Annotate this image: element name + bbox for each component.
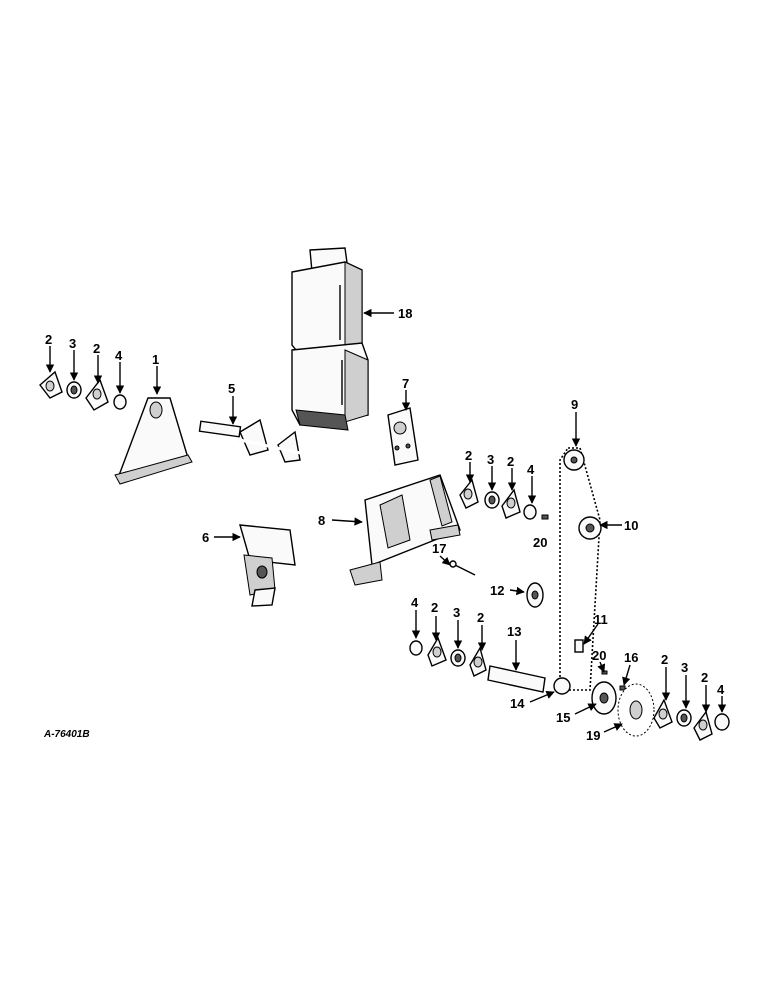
callout-12: 12	[490, 583, 504, 598]
callout-4: 4	[115, 348, 123, 363]
lower-bearing-group	[409, 636, 546, 693]
bolt	[449, 560, 476, 576]
drawing-reference-number: A-76401B	[43, 729, 90, 740]
callout-9: 9	[571, 397, 578, 412]
callout-11: 11	[594, 612, 608, 627]
callout-2: 2	[701, 670, 708, 685]
callout-3: 3	[453, 605, 460, 620]
callout-8: 8	[318, 513, 325, 528]
callout-2: 2	[661, 652, 668, 667]
left-bearing-group	[39, 370, 127, 411]
callout-2: 2	[477, 610, 484, 625]
callout-2: 2	[45, 332, 52, 347]
right-upper-bearing-group	[459, 478, 549, 520]
right-lower-bearing-group	[653, 698, 730, 741]
leader-arrows	[45, 308, 727, 733]
hopper-chute	[291, 247, 369, 431]
callout-10: 10	[624, 518, 638, 533]
left-bracket	[114, 397, 193, 485]
callout-1: 1	[152, 352, 159, 367]
callout-13: 13	[507, 624, 521, 639]
callout-3: 3	[69, 336, 76, 351]
callout-20: 20	[592, 648, 606, 663]
callout-6: 6	[202, 530, 209, 545]
callout-14: 14	[510, 696, 525, 711]
callout-3: 3	[487, 452, 494, 467]
callout-labels: 2 3 2 4 1 5 18 7 8 6 2 3 2 4 20 9 10 17 …	[45, 306, 725, 743]
auger-shaft	[198, 418, 381, 472]
hub-and-sprocket	[591, 670, 655, 737]
callout-4: 4	[411, 595, 419, 610]
callout-19: 19	[586, 728, 600, 743]
callout-16: 16	[624, 650, 638, 665]
callout-4: 4	[527, 462, 535, 477]
callout-18: 18	[398, 306, 412, 321]
callout-5: 5	[228, 381, 235, 396]
sprocket	[526, 582, 544, 608]
callout-3: 3	[681, 660, 688, 675]
callout-15: 15	[556, 710, 570, 725]
callout-7: 7	[402, 376, 409, 391]
callout-2: 2	[465, 448, 472, 463]
callout-4: 4	[717, 682, 725, 697]
callout-17: 17	[432, 541, 446, 556]
callout-20: 20	[533, 535, 547, 550]
mounting-plate	[387, 407, 419, 466]
center-frame	[349, 474, 461, 586]
chain-drive	[553, 447, 602, 695]
callout-2: 2	[507, 454, 514, 469]
callout-2: 2	[93, 341, 100, 356]
bracket-assembly	[239, 524, 296, 607]
callout-2: 2	[431, 600, 438, 615]
